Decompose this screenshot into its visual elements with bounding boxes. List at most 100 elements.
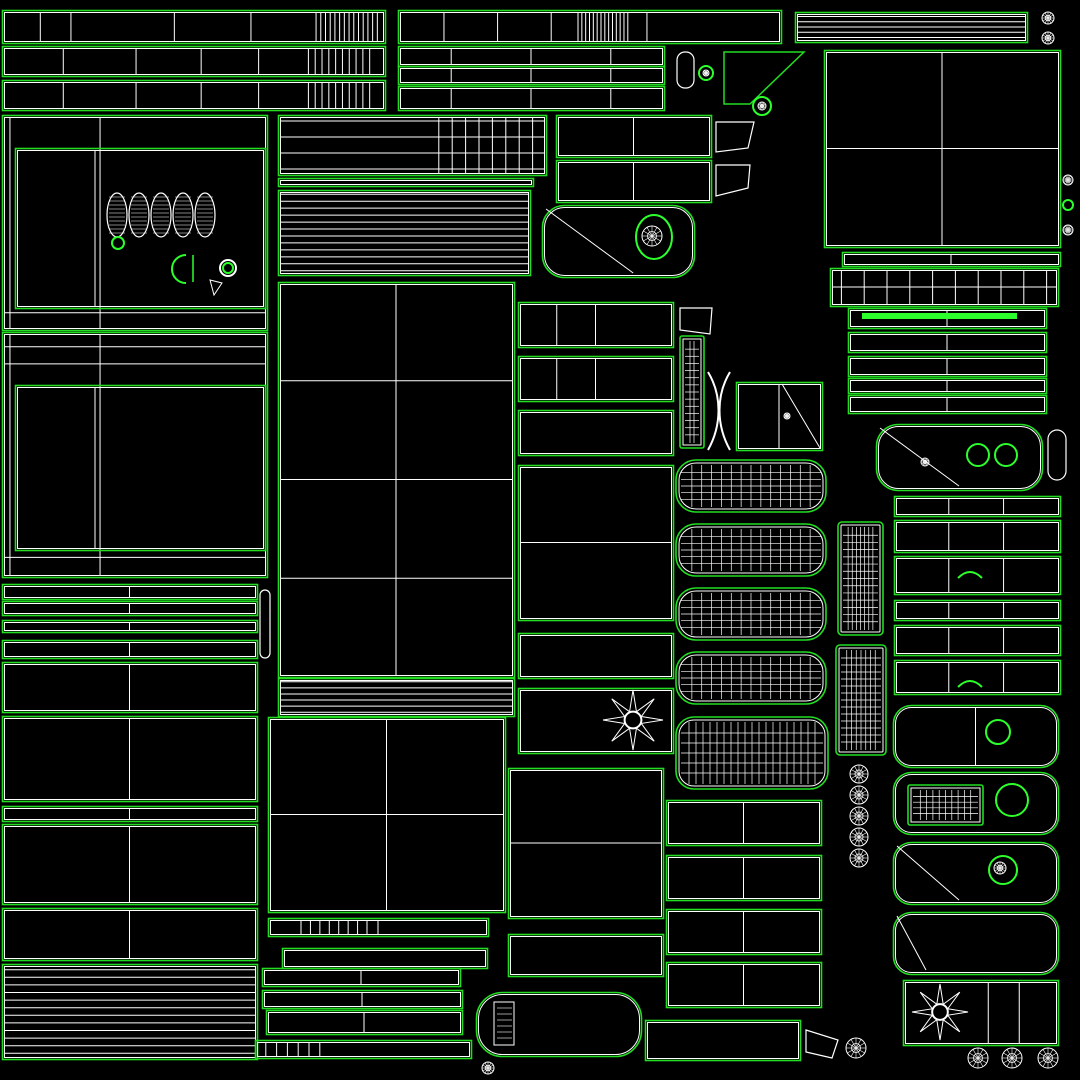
island-border [517, 687, 675, 755]
island-edge [895, 914, 1057, 973]
uv-edge [1006, 1049, 1013, 1059]
oval [172, 192, 194, 238]
uv-island [277, 177, 535, 188]
round-knob-icon [1041, 11, 1055, 25]
uv-island [555, 159, 713, 204]
round-knob-icon [1062, 174, 1074, 186]
island-border [517, 464, 675, 622]
island-edge [896, 558, 1059, 593]
round-knob-icon [849, 785, 869, 805]
rosette-petal [640, 715, 664, 725]
island-edge [4, 12, 384, 42]
island-border [14, 384, 267, 552]
island-edge [478, 994, 640, 1055]
uv-island [261, 967, 462, 988]
uv-edge [781, 383, 821, 449]
island-border [1, 715, 259, 803]
uv-island [261, 989, 464, 1010]
uv-island [893, 495, 1062, 518]
uv-edge [977, 1049, 984, 1059]
uv-edge [1011, 1052, 1021, 1059]
uv-edge [855, 1047, 862, 1057]
uv-island [902, 979, 1060, 1047]
uv-edge [1003, 1052, 1013, 1059]
uv-island [841, 251, 1062, 268]
uv-edge [854, 794, 860, 803]
island-border [841, 251, 1062, 268]
island-border [277, 281, 516, 679]
uv-island [1, 583, 259, 601]
knob-inner [922, 459, 928, 465]
island-border [261, 989, 464, 1010]
rosette-petal [911, 1008, 933, 1016]
island-border [665, 908, 823, 956]
uv-island [267, 716, 507, 914]
island-edge [510, 936, 662, 975]
island-edge [17, 387, 264, 549]
uv-edge [1003, 1057, 1013, 1064]
round-knob-icon [849, 827, 869, 847]
island-border [1, 963, 259, 1061]
island-edge [910, 787, 981, 823]
uv-edge [858, 832, 867, 838]
uv-edge [1006, 1057, 1013, 1067]
round-knob-icon [481, 1061, 495, 1075]
uv-island [823, 49, 1062, 249]
uv-island [644, 1019, 802, 1062]
rosette-icon [911, 983, 969, 1041]
island-border [517, 355, 675, 403]
mesh-island [675, 587, 827, 641]
mesh-island [907, 784, 984, 826]
island-edge [878, 426, 1041, 489]
island-edge [896, 627, 1059, 654]
island-border [675, 651, 827, 705]
island-edge [896, 522, 1059, 551]
island-border [517, 632, 675, 680]
uv-edge [646, 227, 653, 237]
uv-island [507, 933, 665, 978]
uv-island [265, 1009, 464, 1036]
triangle-island [723, 51, 806, 105]
island-border [835, 644, 887, 756]
handle-icon [676, 51, 695, 89]
uv-island [892, 841, 1060, 906]
round-knob-icon [967, 1047, 989, 1069]
island-border [847, 331, 1048, 354]
uv-edge [977, 1052, 987, 1059]
x-bracket-icon [707, 371, 731, 451]
uv-island [893, 659, 1062, 696]
island-edge [520, 690, 672, 752]
island-border [1, 114, 269, 332]
uv-edge [854, 766, 860, 775]
island-border [1, 619, 259, 634]
uv-island [517, 409, 675, 457]
knob-inner [854, 811, 864, 821]
uv-island [1, 805, 259, 823]
uv-edge [855, 1039, 862, 1049]
island-border [397, 85, 666, 112]
uv-edge [851, 815, 860, 821]
island-edge [280, 192, 529, 274]
uv-island [1, 715, 259, 803]
island-border [1, 331, 269, 579]
uv-edge [851, 853, 860, 859]
oval [150, 192, 172, 238]
uv-edge [1047, 1057, 1054, 1067]
rosette-icon [602, 689, 664, 751]
ring-mark [1062, 199, 1074, 211]
mesh-island [679, 335, 705, 449]
knob-inner [1043, 1053, 1053, 1063]
round-knob-icon [920, 457, 930, 467]
uv-edge [1011, 1057, 1021, 1064]
ring-mark [222, 262, 234, 274]
knob-inner [484, 1064, 492, 1072]
uv-edge [847, 1047, 857, 1054]
grille-oval-icon [150, 192, 172, 238]
uv-edge [858, 857, 867, 863]
ring-mark [995, 783, 1029, 817]
round-knob-icon [702, 69, 710, 77]
uv-island [277, 281, 516, 679]
uv-island [254, 1039, 473, 1060]
round-knob-icon [1062, 224, 1074, 236]
uv-edge [850, 1039, 857, 1049]
